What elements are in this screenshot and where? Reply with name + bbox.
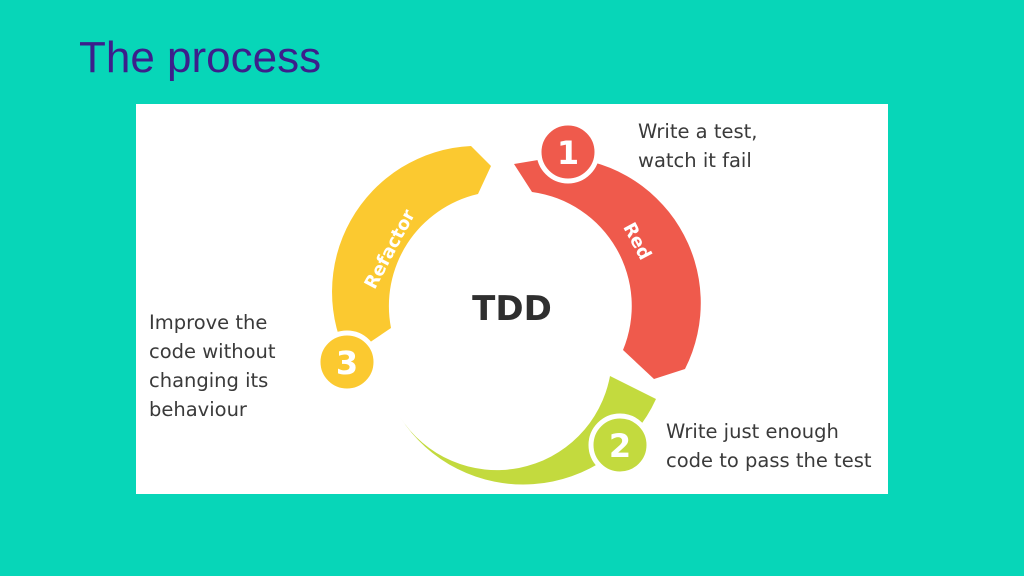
green-number: 2 — [609, 427, 631, 465]
refactor-description-line-1: Improve the — [149, 311, 268, 334]
tdd-cycle-diagram: 1 Red 2 Green 3 Refactor TDD — [315, 120, 701, 485]
green-description-line-1: Write just enough — [666, 420, 839, 443]
refactor-description-line-4: behaviour — [149, 398, 247, 421]
red-arc — [514, 157, 701, 379]
refactor-description: Improve the code without changing its be… — [149, 308, 276, 424]
red-number-badge — [536, 120, 600, 184]
green-label: Green — [480, 438, 542, 463]
refactor-description-line-3: changing its — [149, 369, 269, 392]
refactor-arc — [332, 146, 491, 362]
refactor-number-badge — [315, 330, 379, 394]
refactor-number: 3 — [336, 344, 358, 382]
green-description-line-2: code to pass the test — [666, 449, 872, 472]
red-stage: 1 Red — [514, 120, 701, 379]
diagram-panel: 1 Red 2 Green 3 Refactor TDD Write a tes… — [136, 104, 888, 494]
red-number: 1 — [557, 134, 579, 172]
red-description: Write a test, watch it fail — [638, 117, 757, 175]
red-description-line-2: watch it fail — [638, 149, 752, 172]
refactor-description-line-2: code without — [149, 340, 276, 363]
green-number-badge — [588, 413, 652, 477]
green-description: Write just enough code to pass the test — [666, 417, 872, 475]
refactor-stage: 3 Refactor — [315, 146, 491, 394]
green-stage: 2 Green — [400, 376, 656, 485]
slide-title: The process — [79, 33, 322, 82]
center-label: TDD — [472, 289, 552, 329]
red-description-line-1: Write a test, — [638, 120, 758, 143]
